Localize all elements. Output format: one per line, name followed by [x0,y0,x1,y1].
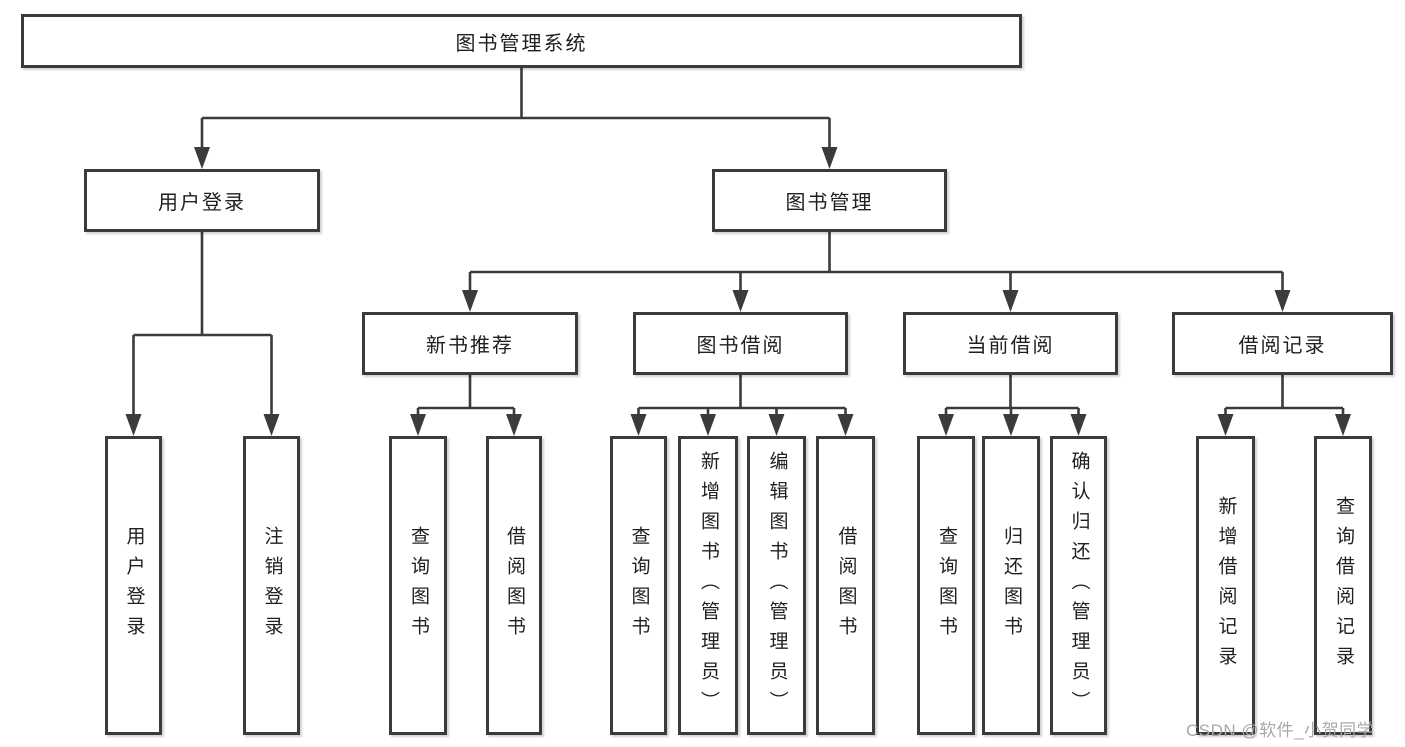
leaf-borrow-books-recommend: 借阅图书 [486,436,542,735]
node-book-borrowing: 图书借阅 [633,312,848,375]
node-label: 图书借阅 [696,335,785,357]
node-label: 查询图书 [628,525,650,646]
leaf-add-books-admin: 新增图书（管理员） [678,436,738,735]
leaf-return-books: 归还图书 [982,436,1040,735]
node-label: 借阅记录 [1238,335,1327,357]
node-label: 用户登录 [123,525,145,646]
node-label: 用户登录 [158,192,246,214]
node-label: 查询图书 [935,525,957,646]
leaf-logout: 注销登录 [243,436,300,735]
node-new-book-recommendation: 新书推荐 [362,312,578,375]
node-library-management-system: 图书管理系统 [21,14,1022,68]
connector-root-to-level2 [194,68,838,169]
node-user-login: 用户登录 [84,169,320,232]
leaf-user-login: 用户登录 [105,436,162,735]
connector-book-management-children [462,232,1291,312]
node-label: 注销登录 [261,525,283,646]
node-label: 编辑图书（管理员） [766,450,788,721]
node-label: 确认归还（管理员） [1068,450,1090,721]
leaf-borrow-books: 借阅图书 [816,436,875,735]
leaf-query-books-recommend: 查询图书 [389,436,447,735]
node-label: 归还图书 [1000,525,1022,646]
leaf-add-borrow-record: 新增借阅记录 [1196,436,1255,735]
node-label: 借阅图书 [835,525,857,646]
node-label: 新书推荐 [426,335,514,357]
node-label: 图书管理 [785,192,874,214]
leaf-query-books-borrow: 查询图书 [610,436,667,735]
node-label: 图书管理系统 [455,32,588,55]
node-label: 查询图书 [407,525,429,646]
connector-book-borrow-children [630,375,854,436]
connector-user-login-children [125,232,280,436]
connector-new-book-children [410,375,522,436]
leaf-query-books-current: 查询图书 [917,436,975,735]
leaf-edit-books-admin: 编辑图书（管理员） [747,436,806,735]
leaf-confirm-return-admin: 确认归还（管理员） [1050,436,1107,735]
node-label: 查询借阅记录 [1332,495,1354,676]
node-book-management: 图书管理 [712,169,947,232]
connector-borrow-records-children [1217,375,1351,436]
connector-current-borrow-children [938,375,1087,436]
csdn-watermark: CSDN @软件_小贺同学 [1186,721,1375,740]
node-label: 新增图书（管理员） [697,450,719,721]
leaf-query-borrow-record: 查询借阅记录 [1314,436,1372,735]
node-label: 新增借阅记录 [1215,495,1237,676]
node-borrowing-records: 借阅记录 [1172,312,1393,375]
node-label: 当前借阅 [966,335,1055,357]
node-current-borrowing: 当前借阅 [903,312,1118,375]
node-label: 借阅图书 [503,525,525,646]
